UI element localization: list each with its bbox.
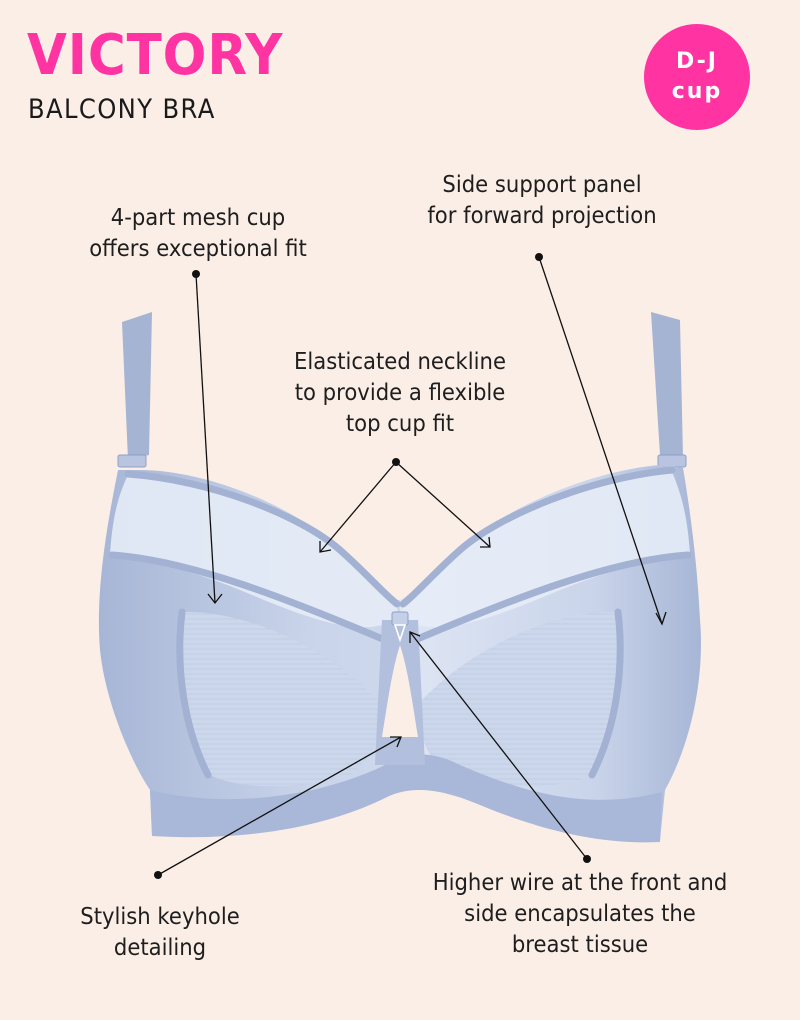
callout-dot-keyhole bbox=[154, 871, 162, 879]
callout-dot-wire bbox=[583, 855, 591, 863]
callout-dot-mesh-cup bbox=[192, 270, 200, 278]
callout-side-panel: Side support panel for forward projectio… bbox=[427, 172, 657, 229]
badge-size-range: D-J bbox=[676, 49, 718, 74]
product-title: VICTORY bbox=[27, 23, 284, 88]
callout-wire: Higher wire at the front and side encaps… bbox=[432, 870, 728, 958]
callout-mesh-cup: 4-part mesh cup offers exceptional fit bbox=[89, 205, 307, 262]
left-strap bbox=[117, 312, 152, 468]
cup-size-badge: D-J cup bbox=[644, 24, 750, 130]
callout-neckline: Elasticated neckline to provide a flexib… bbox=[293, 349, 507, 437]
callout-dot-neckline bbox=[392, 458, 400, 466]
callout-keyhole: Stylish keyhole detailing bbox=[80, 904, 240, 961]
product-subtitle: BALCONY BRA bbox=[28, 94, 216, 125]
badge-cup-label: cup bbox=[671, 79, 723, 104]
right-strap bbox=[651, 312, 687, 468]
callout-dot-side-panel bbox=[535, 253, 543, 261]
